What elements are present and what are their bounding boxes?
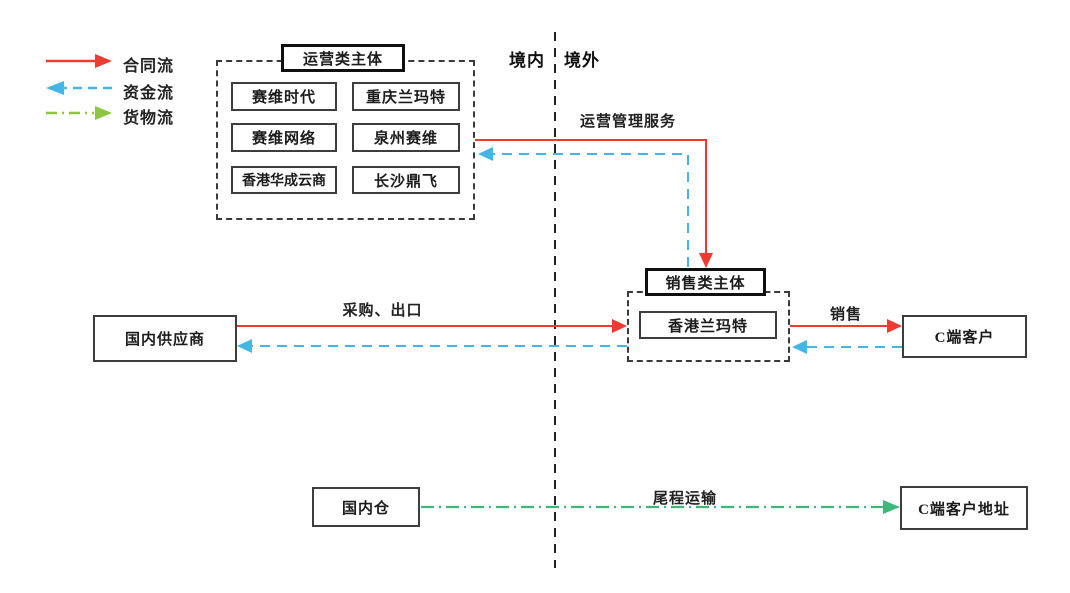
sales-label: 销售 [829, 307, 862, 323]
node-domestic-supplier: 国内供应商 [93, 315, 237, 362]
node-domestic-warehouse: 国内仓 [312, 487, 420, 527]
flow-operation-management-contract [475, 139, 713, 268]
entity-hk-lanmate: 香港兰玛特 [639, 311, 777, 339]
capital-flow-arrow-icon [46, 81, 112, 95]
overseas-label: 境外 [564, 51, 600, 70]
flow-procurement-contract [237, 319, 627, 333]
last-mile-transport-label: 尾程运输 [652, 491, 717, 507]
entity-quanzhou-saiwei: 泉州赛维 [352, 123, 460, 152]
legend-goods-label: 货物流 [123, 110, 175, 127]
procurement-export-label: 采购、出口 [342, 303, 423, 319]
sales-group-title: 销售类主体 [645, 268, 766, 296]
legend-capital-label: 资金流 [123, 85, 175, 102]
entity-changsha-dingfei: 长沙鼎飞 [352, 166, 460, 194]
node-c-end-customer-address: C端客户地址 [900, 486, 1028, 530]
flow-procurement-capital [237, 339, 627, 353]
goods-flow-arrow-icon [46, 106, 112, 120]
entity-chongqing-lanmate: 重庆兰玛特 [352, 82, 460, 111]
entity-hk-huacheng-cloud: 香港华成云商 [231, 166, 337, 194]
legend-contract-label: 合同流 [123, 58, 175, 75]
operations-group-title: 运营类主体 [281, 44, 405, 72]
contract-flow-arrow-icon [46, 54, 112, 68]
domestic-label: 境内 [509, 51, 545, 70]
operation-management-service-label: 运营管理服务 [579, 114, 676, 130]
flow-last-mile-goods [421, 500, 900, 514]
flow-sales-contract [790, 319, 902, 333]
entity-saiwei-network: 赛维网络 [231, 123, 337, 152]
flow-operation-management-capital [478, 147, 689, 267]
entity-saiwei-times: 赛维时代 [231, 82, 337, 111]
node-c-end-customer: C端客户 [902, 315, 1027, 358]
flow-sales-capital [792, 340, 902, 354]
